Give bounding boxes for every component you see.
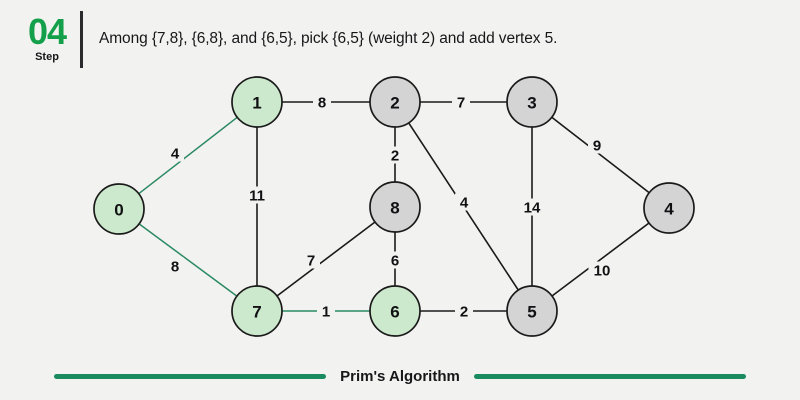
edge-weight-backdrop bbox=[452, 93, 470, 111]
node-circle-0[interactable] bbox=[93, 183, 145, 235]
edge-weight-backdrop bbox=[518, 198, 546, 216]
edge-weight-3-5: 14 bbox=[524, 200, 541, 217]
node-label-4: 4 bbox=[664, 200, 674, 219]
node-label-1: 1 bbox=[252, 94, 261, 113]
edge-weight-3-4: 9 bbox=[593, 138, 601, 155]
node-circle-3[interactable] bbox=[506, 76, 558, 128]
edge-weight-backdrop bbox=[166, 144, 184, 162]
graph-edge-0-7 bbox=[138, 223, 238, 297]
node-label-0: 0 bbox=[114, 201, 123, 220]
node-circle-5[interactable] bbox=[506, 285, 558, 337]
edge-weight-1-7: 11 bbox=[249, 188, 265, 205]
step-label: Step bbox=[35, 51, 59, 64]
edge-weight-backdrop bbox=[588, 261, 616, 279]
graph-node-3[interactable]: 3 bbox=[506, 76, 558, 128]
node-label-3: 3 bbox=[527, 94, 536, 113]
edge-weights-layer: 4 8 8 11 7 2 4 9 14 10 2 6 1 7 bbox=[166, 93, 616, 321]
step-description: Among {7,8}, {6,8}, and {6,5}, pick {6,5… bbox=[99, 30, 558, 47]
graph-node-5[interactable]: 5 bbox=[506, 285, 558, 337]
edge-weight-backdrop bbox=[588, 136, 606, 154]
edge-weight-backdrop bbox=[243, 186, 271, 204]
edge-weight-2-5: 4 bbox=[460, 195, 469, 212]
node-circle-1[interactable] bbox=[231, 76, 283, 128]
graph-canvas: 4 8 8 11 7 2 4 9 14 10 2 6 1 7 0 1 2 3 4 5 6 7 8 bbox=[0, 70, 800, 350]
node-circle-7[interactable] bbox=[231, 285, 283, 337]
edge-weight-2-3: 7 bbox=[457, 95, 465, 112]
edge-weight-7-8: 7 bbox=[307, 253, 315, 270]
graph-node-2[interactable]: 2 bbox=[369, 76, 421, 128]
footer-rule-right bbox=[473, 373, 746, 379]
edge-weight-backdrop bbox=[455, 193, 473, 211]
edge-weight-backdrop bbox=[166, 257, 184, 275]
edge-weight-backdrop bbox=[386, 251, 404, 269]
footer-title: Prim's Algorithm bbox=[340, 367, 460, 385]
edge-weight-backdrop bbox=[455, 302, 473, 320]
edge-weight-1-2: 8 bbox=[318, 95, 326, 112]
node-label-5: 5 bbox=[527, 303, 536, 322]
footer: Prim's Algorithm bbox=[0, 352, 800, 400]
edge-weight-0-7: 8 bbox=[171, 259, 179, 276]
graph-node-6[interactable]: 6 bbox=[369, 285, 421, 337]
step-number: 04 bbox=[27, 10, 67, 52]
edge-weight-6-8: 6 bbox=[391, 253, 399, 270]
nodes-layer: 0 1 2 3 4 5 6 7 8 bbox=[93, 76, 695, 337]
node-label-7: 7 bbox=[252, 303, 261, 322]
edge-weight-backdrop bbox=[386, 146, 404, 164]
footer-rule-left bbox=[54, 373, 327, 379]
graph-node-0[interactable]: 0 bbox=[93, 183, 145, 235]
node-label-2: 2 bbox=[390, 94, 399, 113]
edge-weight-4-5: 10 bbox=[594, 263, 611, 280]
step-header: 04 Step Among {7,8}, {6,8}, and {6,5}, p… bbox=[0, 0, 800, 78]
edge-weight-7-6: 1 bbox=[322, 304, 330, 321]
edge-weight-backdrop bbox=[313, 93, 331, 111]
edge-weight-5-6: 2 bbox=[460, 304, 468, 321]
graph-edge-4-5 bbox=[551, 222, 650, 297]
graph-svg: 4 8 8 11 7 2 4 9 14 10 2 6 1 7 0 1 2 3 4 5 6 7 8 bbox=[93, 76, 695, 337]
graph-edge-0-1 bbox=[138, 116, 238, 195]
node-label-6: 6 bbox=[390, 303, 399, 322]
node-circle-4[interactable] bbox=[643, 182, 695, 234]
node-circle-2[interactable] bbox=[369, 76, 421, 128]
graph-node-4[interactable]: 4 bbox=[643, 182, 695, 234]
header-divider bbox=[80, 10, 83, 68]
edge-weight-0-1: 4 bbox=[171, 146, 180, 163]
node-circle-6[interactable] bbox=[369, 285, 421, 337]
graph-edge-7-8 bbox=[276, 221, 376, 297]
graph-edge-3-4 bbox=[550, 116, 651, 194]
graph-node-7[interactable]: 7 bbox=[231, 285, 283, 337]
step-badge: 04 Step bbox=[16, 10, 78, 64]
edge-weight-backdrop bbox=[317, 302, 335, 320]
node-label-8: 8 bbox=[390, 199, 399, 218]
edge-weight-backdrop bbox=[302, 251, 320, 269]
node-circle-8[interactable] bbox=[369, 181, 421, 233]
edge-weight-2-8: 2 bbox=[391, 148, 399, 165]
graph-node-8[interactable]: 8 bbox=[369, 181, 421, 233]
graph-node-1[interactable]: 1 bbox=[231, 76, 283, 128]
